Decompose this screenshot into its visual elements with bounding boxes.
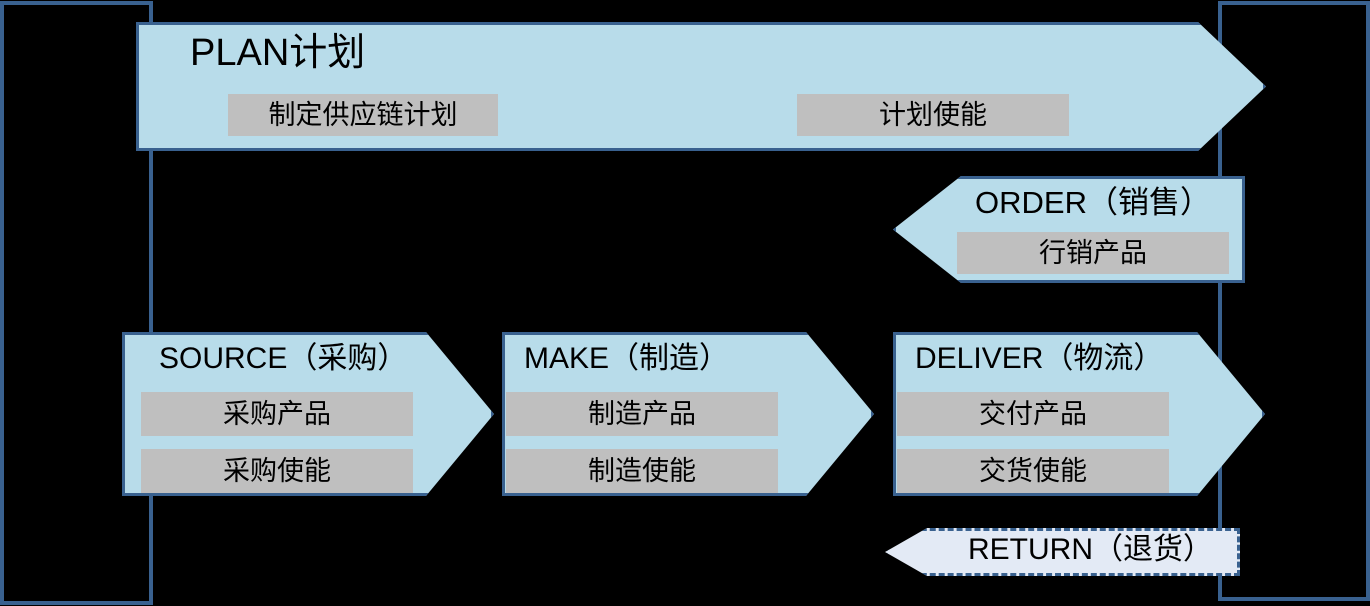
order-subprocess-box[interactable]: 行销产品: [957, 232, 1229, 274]
source-subprocess-box[interactable]: 采购使能: [141, 449, 413, 493]
make-process-title: MAKE（制造）: [524, 342, 730, 375]
source-subprocess-box[interactable]: 采购产品: [141, 392, 413, 436]
plan-process-title: PLAN计划: [190, 32, 366, 74]
deliver-subprocess-box[interactable]: 交付产品: [897, 392, 1169, 436]
return-process-arrow[interactable]: [885, 528, 1240, 576]
make-subprocess-box[interactable]: 制造使能: [506, 449, 778, 493]
left-boundary-rail: [0, 1, 153, 605]
deliver-subprocess-box[interactable]: 交货使能: [897, 449, 1169, 493]
source-process-title: SOURCE（采购）: [159, 342, 408, 375]
return-process-title: RETURN（退货）: [968, 533, 1213, 566]
make-subprocess-box[interactable]: 制造产品: [506, 392, 778, 436]
deliver-process-title: DELIVER（物流）: [915, 342, 1164, 375]
right-boundary-rail: [1218, 1, 1370, 601]
plan-subprocess-box[interactable]: 计划使能: [797, 94, 1069, 136]
order-process-title: ORDER（销售）: [975, 185, 1211, 220]
plan-subprocess-box[interactable]: 制定供应链计划: [228, 94, 498, 136]
